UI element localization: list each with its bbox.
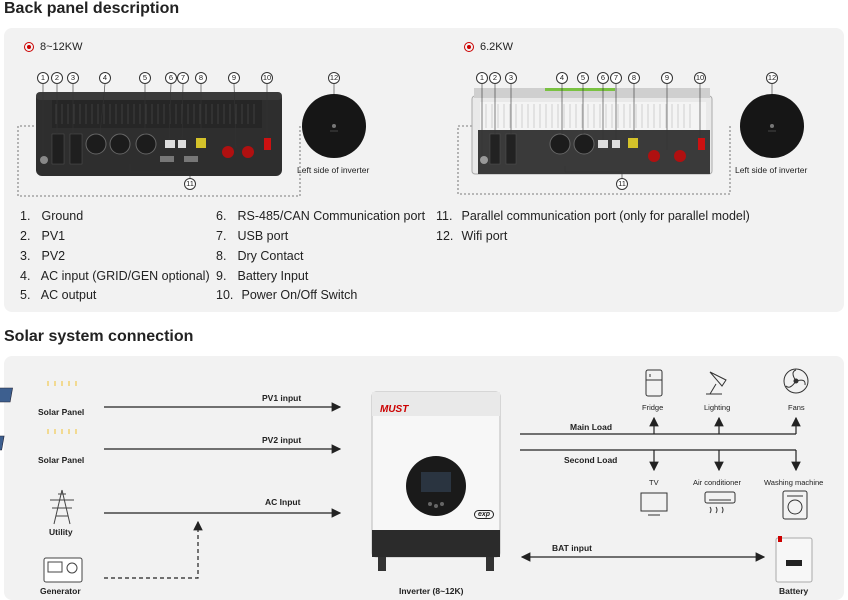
legend-item-1: 1. Ground [20, 209, 84, 223]
callout-number: 5 [139, 72, 151, 84]
model-label: 8~12KW [40, 41, 83, 53]
lighting-label: Lighting [704, 403, 731, 412]
tv-icon [640, 492, 668, 516]
legend-item-6: 6. RS-485/CAN Communication port [216, 209, 426, 223]
callout-number: 3 [67, 72, 79, 84]
inverter-exp-badge: exp [474, 510, 495, 519]
second-load-label: Second Load [564, 455, 618, 465]
utility-label: Utility [49, 527, 73, 537]
callout-number: 3 [505, 72, 517, 84]
inverter-brand-logo: MUST [380, 404, 409, 415]
callout-number: 11 [616, 178, 628, 190]
battery-label: Battery [779, 586, 809, 596]
side-caption-6-2kw: Left side of inverter [735, 165, 808, 175]
legend-item-8: 8. Dry Contact [216, 249, 304, 263]
legend-item-2: 2. PV1 [20, 229, 66, 243]
solar-panel-2-label: Solar Panel [38, 455, 85, 465]
callout-number: 7 [177, 72, 189, 84]
solar-panel-icon [0, 381, 77, 403]
callout-number: 2 [51, 72, 63, 84]
callout-number: 4 [556, 72, 568, 84]
radio-selected-icon [24, 42, 34, 52]
air-conditioner-label: Air conditioner [693, 478, 741, 487]
washing-machine-icon [782, 490, 808, 520]
legend-item-10: 10. Power On/Off Switch [216, 288, 358, 302]
ac-input-label: AC Input [265, 497, 301, 507]
callout-number: 7 [610, 72, 622, 84]
utility-tower-icon [50, 489, 74, 525]
lamp-icon [706, 371, 727, 395]
callout-number: 8 [628, 72, 640, 84]
side-caption-8-12kw: Left side of inverter [297, 165, 370, 175]
callout-number: 12 [328, 72, 340, 84]
fans-label: Fans [788, 403, 805, 412]
air-conditioner-icon [704, 491, 736, 514]
model-6-2kw-option[interactable]: 6.2KW [464, 41, 513, 53]
legend-item-5: 5. AC output [20, 288, 97, 302]
callout-number: 10 [694, 72, 706, 84]
legend-item-12: 12. Wifi port [436, 229, 508, 243]
callout-number: 2 [489, 72, 501, 84]
callout-number: 11 [184, 178, 196, 190]
callout-number: 9 [228, 72, 240, 84]
fridge-icon [645, 369, 663, 397]
callout-number: 10 [261, 72, 273, 84]
callout-number: 1 [476, 72, 488, 84]
callout-number: 6 [165, 72, 177, 84]
callout-number: 6 [597, 72, 609, 84]
legend-item-7: 7. USB port [216, 229, 289, 243]
inverter-caption: Inverter (8~12K) [399, 586, 464, 596]
legend-item-4: 4. AC input (GRID/GEN optional) [20, 269, 210, 283]
generator-label: Generator [40, 586, 81, 596]
legend-item-9: 9. Battery Input [216, 269, 309, 283]
washing-machine-label: Washing machine [764, 478, 824, 487]
callout-number: 12 [766, 72, 778, 84]
legend-item-3: 3. PV2 [20, 249, 66, 263]
callout-number: 5 [577, 72, 589, 84]
radio-selected-icon [464, 42, 474, 52]
pv2-input-label: PV2 input [262, 435, 302, 445]
back-panel-title: Back panel description [4, 0, 180, 17]
solar-connection-title: Solar system connection [4, 328, 194, 345]
battery-icon [775, 536, 813, 583]
inverter-illustration [371, 391, 501, 571]
model-label: 6.2KW [480, 41, 514, 53]
solar-panel-icon [0, 429, 77, 451]
solar-panel-1-label: Solar Panel [38, 407, 85, 417]
model-8-12kw-option[interactable]: 8~12KW [24, 41, 83, 53]
main-load-label: Main Load [570, 422, 613, 432]
legend-item-11: 11. Parallel communication port (only fo… [436, 209, 750, 223]
bat-input-label: BAT input [552, 543, 592, 553]
callout-number: 8 [195, 72, 207, 84]
callout-number: 9 [661, 72, 673, 84]
pv1-input-label: PV1 input [262, 393, 302, 403]
callout-number: 1 [37, 72, 49, 84]
fan-icon [783, 368, 809, 394]
tv-label: TV [649, 478, 659, 487]
callout-number: 4 [99, 72, 111, 84]
generator-icon [43, 557, 83, 583]
fridge-label: Fridge [642, 403, 664, 412]
